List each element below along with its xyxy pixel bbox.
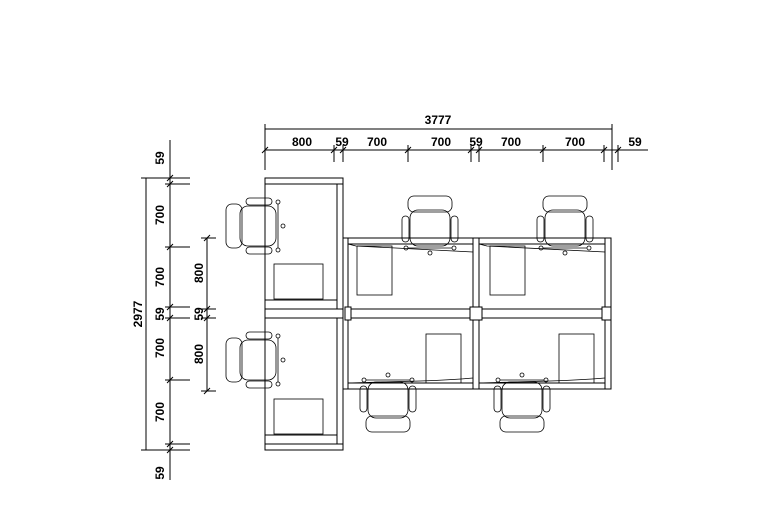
desk-surface-icon <box>425 333 462 384</box>
top-dim-59-a: 59 <box>335 135 349 149</box>
top-dim-59-c: 59 <box>628 135 642 149</box>
top-dimension-chain: 3777 800 59 700 700 59 700 700 59 <box>261 113 648 170</box>
left-middle-panel <box>264 308 344 319</box>
left-dim-700-c: 700 <box>153 338 167 358</box>
top-dim-700-b: 700 <box>431 135 451 149</box>
left-dimension-chain: 2977 59 700 700 59 700 700 59 <box>131 140 216 480</box>
left-bottom-panel <box>264 443 344 451</box>
left-dim-700-d: 700 <box>153 402 167 422</box>
desk-surface-icon <box>356 245 393 296</box>
desk-surface-icon <box>273 398 324 435</box>
office-chair-icon <box>225 331 286 389</box>
left-dim-700-a: 700 <box>153 205 167 225</box>
top-dim-800: 800 <box>292 135 312 149</box>
inner-dim-800-b: 800 <box>192 344 206 364</box>
office-chair-icon <box>225 197 286 255</box>
desk-surface-icon <box>558 333 595 384</box>
left-top-panel <box>264 177 344 185</box>
total-width-label: 3777 <box>425 113 452 127</box>
inner-dim-800-a: 800 <box>192 263 206 283</box>
top-dim-700-a: 700 <box>367 135 387 149</box>
office-chair-icon <box>359 372 417 433</box>
top-dim-700-d: 700 <box>565 135 585 149</box>
total-height-label: 2977 <box>131 300 145 327</box>
left-dim-59-mid: 59 <box>153 307 167 321</box>
office-chair-icon <box>401 195 459 256</box>
top-dim-59-b: 59 <box>469 135 483 149</box>
left-dim-59-bottom: 59 <box>153 466 167 480</box>
left-dim-59-top: 59 <box>153 151 167 165</box>
office-chair-icon <box>536 195 594 256</box>
right-desk-block <box>342 237 612 390</box>
office-chair-icon <box>493 372 551 433</box>
top-dim-700-c: 700 <box>501 135 521 149</box>
left-dim-700-b: 700 <box>153 267 167 287</box>
inner-dim-59: 59 <box>192 307 206 321</box>
desk-surface-icon <box>273 263 324 300</box>
desk-surface-icon <box>489 245 526 296</box>
left-desk-block <box>264 177 344 451</box>
